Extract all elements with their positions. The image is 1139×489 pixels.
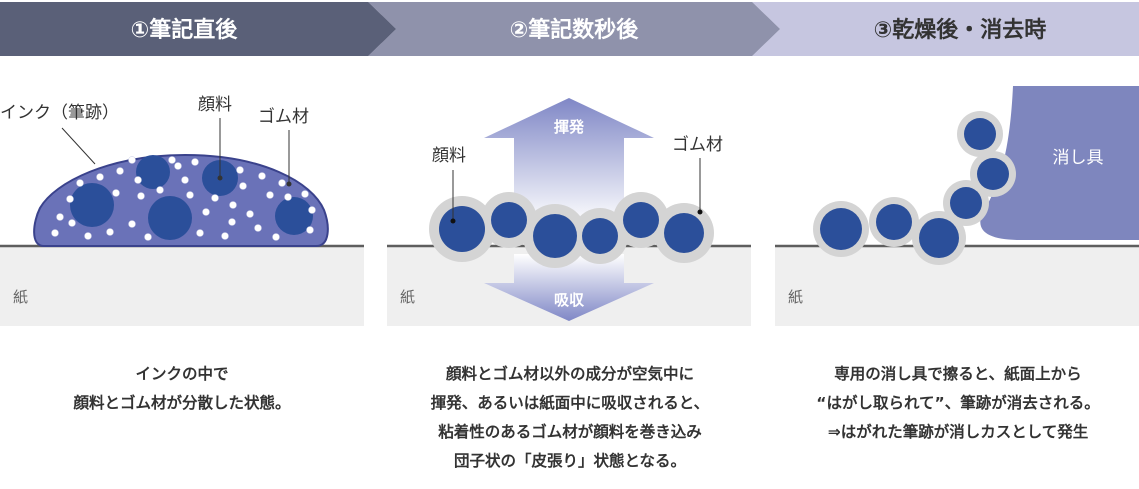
pigment-particle (582, 218, 618, 254)
pigment-particle (664, 213, 704, 253)
paper-label-2: 紙 (400, 288, 415, 306)
panel-3: 紙 消し具 (775, 86, 1139, 326)
volatilize-label: 揮発 (554, 118, 585, 136)
paper-sheet-1 (0, 246, 364, 326)
paper-label-3: 紙 (788, 288, 803, 306)
ink-label: インク（筆跡） (0, 103, 119, 123)
step2-header-arrow (368, 2, 780, 56)
step1-caption-line: インクの中で (135, 365, 229, 383)
step2-caption-line: 粘着性のあるゴム材が顔料を巻き込み (438, 423, 702, 441)
pigment-particle (491, 202, 527, 238)
pigment-particle (70, 183, 114, 227)
step3-header-arrow (752, 2, 1139, 56)
volatilize-arrow (484, 98, 654, 225)
pigment-flakes (820, 118, 1009, 258)
eraser-label: 消し具 (1053, 148, 1104, 168)
panel-1: 紙 インク（筆跡） 顔料 ゴム材 (0, 95, 364, 326)
step1-caption: インクの中で 顔料とゴム材が分散した状態。 (0, 360, 372, 418)
absorb-label: 吸収 (554, 291, 585, 309)
pigment-particle (136, 155, 170, 189)
step2-header-title: ②筆記数秒後 (510, 17, 640, 43)
eraser-tool (980, 86, 1139, 240)
step3-caption-line: “はがし取られて”、筆跡が消去される。 (816, 394, 1100, 412)
step2-caption-line: 顔料とゴム材以外の成分が空気中に (445, 365, 694, 383)
pigment-clumps (439, 202, 704, 258)
panel-2: 紙 揮発 吸収 顔料 ゴム材 (387, 98, 751, 326)
pigment-particle (623, 202, 659, 238)
paper-sheet-3 (775, 246, 1139, 326)
step2-caption: 顔料とゴム材以外の成分が空気中に 揮発、あるいは紙面中に吸収されると、 粘着性の… (380, 360, 760, 476)
pigment-label-1: 顔料 (198, 95, 232, 115)
step3-caption-line: 専用の消し具で擦ると、紙面上から (834, 365, 1082, 383)
paper-label-1: 紙 (13, 288, 28, 306)
step3-caption-line: ⇒はがれた筆跡が消しカスとして発生 (827, 423, 1089, 441)
step2-caption-line: 揮発、あるいは紙面中に吸収されると、 (430, 394, 710, 412)
step3-caption: 専用の消し具で擦ると、紙面上から “はがし取られて”、筆跡が消去される。 ⇒はが… (768, 360, 1139, 447)
pigment-particle (876, 204, 912, 240)
pigment-particle (977, 158, 1009, 190)
pigment-particle (439, 206, 485, 252)
pigment-particle (919, 218, 959, 258)
pigment-particle (950, 187, 982, 219)
pigment-particle (533, 214, 577, 258)
step1-caption-line: 顔料とゴム材が分散した状態。 (73, 394, 291, 412)
rubber-label-1: ゴム材 (258, 106, 309, 127)
step3-header-title: ③乾燥後・消去時 (874, 17, 1047, 43)
pigment-particle (820, 208, 862, 250)
step1-header-arrow (0, 2, 396, 56)
step2-caption-line: 団子状の「皮張り」状態となる。 (453, 452, 687, 470)
pigment-particle (148, 196, 192, 240)
pigment-particle (275, 197, 313, 235)
absorb-arrow (484, 254, 654, 321)
ink-leader-line (61, 127, 96, 165)
pigment-particle (964, 118, 996, 150)
step1-header-title: ①筆記直後 (131, 17, 239, 43)
pigment-label-2: 顔料 (432, 146, 466, 166)
rubber-particles (51, 156, 316, 241)
rubber-label-2: ゴム材 (672, 134, 723, 155)
